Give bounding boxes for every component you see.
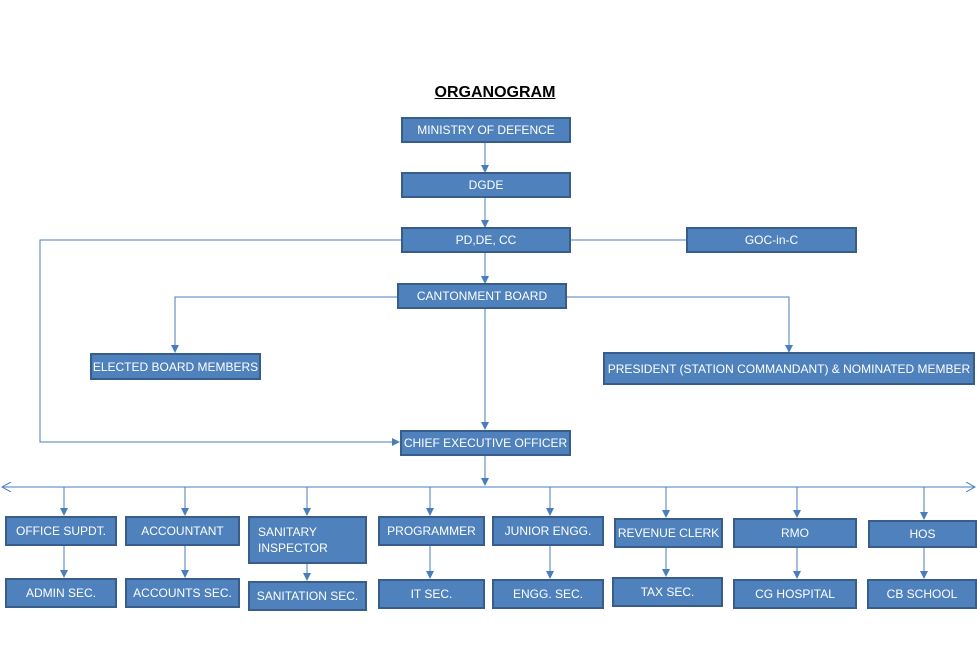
page-title: ORGANOGRAM	[434, 84, 556, 101]
node-goc-in-c: GOC-in-C	[686, 227, 857, 253]
node-dept-section: IT SEC.	[378, 579, 485, 609]
node-dept-head: JUNIOR ENGG.	[492, 516, 604, 546]
node-dept-section: ACCOUNTS SEC.	[125, 578, 240, 608]
node-dept-section: CG HOSPITAL	[733, 579, 857, 609]
node-dept-section: ENGG. SEC.	[492, 579, 604, 609]
node-pd-de-cc: PD,DE, CC	[401, 227, 571, 253]
connector-pd-ceo	[39, 239, 401, 446]
node-dept-head: SANITARY INSPECTOR	[248, 516, 367, 564]
node-dept-head: REVENUE CLERK	[614, 518, 723, 548]
node-dept-section: CB SCHOOL	[867, 579, 977, 609]
node-dept-head: RMO	[733, 518, 857, 548]
node-chief-executive-officer: CHIEF EXECUTIVE OFFICER	[400, 430, 571, 456]
node-ministry-of-defence: MINISTRY OF DEFENCE	[401, 117, 571, 143]
node-elected-board-members: ELECTED BOARD MEMBERS	[90, 353, 261, 380]
node-dept-head: HOS	[868, 520, 977, 548]
node-dgde: DGDE	[401, 172, 571, 198]
connector-cantonment-elected	[171, 296, 397, 353]
node-cantonment-board: CANTONMENT BOARD	[397, 283, 567, 309]
connector-cantonment-president	[566, 296, 793, 353]
node-dept-head: PROGRAMMER	[378, 516, 485, 546]
node-dept-head: ACCOUNTANT	[125, 516, 240, 546]
node-dept-head: OFFICE SUPDT.	[5, 516, 117, 546]
node-dept-section: SANITATION SEC.	[248, 581, 367, 611]
node-dept-section: TAX SEC.	[612, 577, 723, 607]
node-president-nominated-member: PRESIDENT (STATION COMMANDANT) & NOMINAT…	[603, 352, 975, 385]
node-dept-section: ADMIN SEC.	[5, 578, 117, 608]
